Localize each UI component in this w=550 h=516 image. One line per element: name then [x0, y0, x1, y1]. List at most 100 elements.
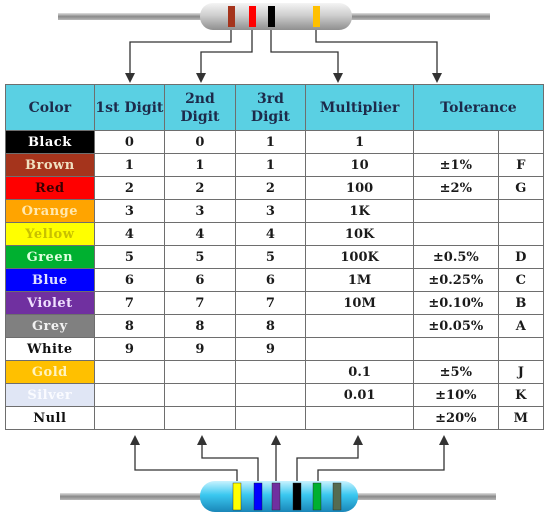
multiplier-cell: 1 [305, 130, 414, 154]
tolerance-code-cell: F [497, 153, 545, 177]
header-digit1: 1st Digit [93, 84, 166, 131]
digit1-cell [93, 406, 166, 430]
multiplier-cell: 1K [305, 199, 414, 223]
digit2-cell: 5 [164, 245, 236, 269]
arrow-top-tolerance [315, 30, 442, 83]
color-name-cell: Orange [5, 199, 95, 223]
color-name-cell: Blue [5, 268, 95, 292]
arrow-bottom-tolerance [317, 435, 449, 481]
arrow-top-digit2 [196, 30, 253, 83]
digit1-cell: 4 [93, 222, 166, 246]
digit3-cell [234, 406, 307, 430]
tolerance-code-cell [497, 130, 545, 154]
tolerance-cell: ±10% [413, 383, 499, 407]
digit3-cell [234, 360, 307, 384]
arrow-bottom-multiplier [296, 435, 363, 481]
bottom-band-4 [292, 482, 302, 511]
tolerance-code-cell [497, 199, 545, 223]
arrow-top-digit1 [125, 30, 232, 83]
color-code-table: Color 1st Digit 2nd Digit 3rd Digit Mult… [5, 84, 545, 430]
top-resistor-bands [228, 6, 320, 27]
tolerance-cell: ±0.5% [413, 245, 499, 269]
multiplier-cell: 10M [305, 291, 414, 315]
digit1-cell [93, 383, 166, 407]
bottom-band-3 [271, 482, 281, 511]
tolerance-cell [413, 199, 499, 223]
tolerance-cell: ±1% [413, 153, 499, 177]
tolerance-code-cell: J [497, 360, 545, 384]
tolerance-cell [413, 337, 499, 361]
tolerance-code-cell [497, 337, 545, 361]
top-band-3 [268, 6, 275, 27]
color-name-cell: Silver [5, 383, 95, 407]
tolerance-cell: ±0.10% [413, 291, 499, 315]
table-header-row: Color 1st Digit 2nd Digit 3rd Digit Mult… [5, 84, 544, 131]
bottom-band-5 [312, 482, 322, 511]
tolerance-cell: ±2% [413, 176, 499, 200]
color-name-cell: Null [5, 406, 95, 430]
tolerance-code-cell: G [497, 176, 545, 200]
digit1-cell: 2 [93, 176, 166, 200]
color-name-cell: Violet [5, 291, 95, 315]
bottom-band-1 [232, 482, 242, 511]
digit2-cell [164, 383, 236, 407]
tolerance-code-cell [497, 222, 545, 246]
digit2-cell: 7 [164, 291, 236, 315]
digit3-cell: 8 [234, 314, 307, 338]
digit2-cell: 8 [164, 314, 236, 338]
digit1-cell: 1 [93, 153, 166, 177]
multiplier-cell: 1M [305, 268, 414, 292]
table-row: Silver 0.01±10%K [5, 383, 545, 407]
multiplier-cell: 0.1 [305, 360, 414, 384]
top-band-4 [313, 6, 320, 27]
digit1-cell: 7 [93, 291, 166, 315]
tolerance-code-cell: A [497, 314, 545, 338]
header-digit3: 3rd Digit [234, 84, 307, 131]
bottom-band-6 [332, 482, 342, 511]
tolerance-code-cell: B [497, 291, 545, 315]
digit3-cell: 7 [234, 291, 307, 315]
color-name-cell: Grey [5, 314, 95, 338]
digit2-cell: 3 [164, 199, 236, 223]
arrow-top-multiplier [270, 30, 343, 83]
digit1-cell: 5 [93, 245, 166, 269]
top-band-2 [249, 6, 256, 27]
digit2-cell: 1 [164, 153, 236, 177]
multiplier-cell: 100K [305, 245, 414, 269]
digit2-cell [164, 406, 236, 430]
bottom-resistor-bands [232, 482, 342, 511]
tolerance-cell: ±20% [413, 406, 499, 430]
digit2-cell: 2 [164, 176, 236, 200]
digit2-cell: 9 [164, 337, 236, 361]
color-name-cell: Brown [5, 153, 95, 177]
tolerance-cell: ±0.25% [413, 268, 499, 292]
digit1-cell [93, 360, 166, 384]
digit3-cell: 5 [234, 245, 307, 269]
multiplier-cell [305, 337, 414, 361]
multiplier-cell: 0.01 [305, 383, 414, 407]
top-band-1 [228, 6, 235, 27]
table-row: Null±20%M [5, 406, 545, 430]
tolerance-cell: ±0.05% [413, 314, 499, 338]
bottom-resistor [60, 481, 496, 512]
tolerance-code-cell: K [497, 383, 545, 407]
digit3-cell: 1 [234, 153, 307, 177]
digit1-cell: 6 [93, 268, 166, 292]
bottom-arrows [130, 435, 449, 481]
multiplier-cell [305, 314, 414, 338]
top-resistor-body [200, 3, 352, 30]
header-color: Color [5, 84, 95, 131]
digit2-cell [164, 360, 236, 384]
tolerance-cell: ±5% [413, 360, 499, 384]
digit3-cell: 6 [234, 268, 307, 292]
